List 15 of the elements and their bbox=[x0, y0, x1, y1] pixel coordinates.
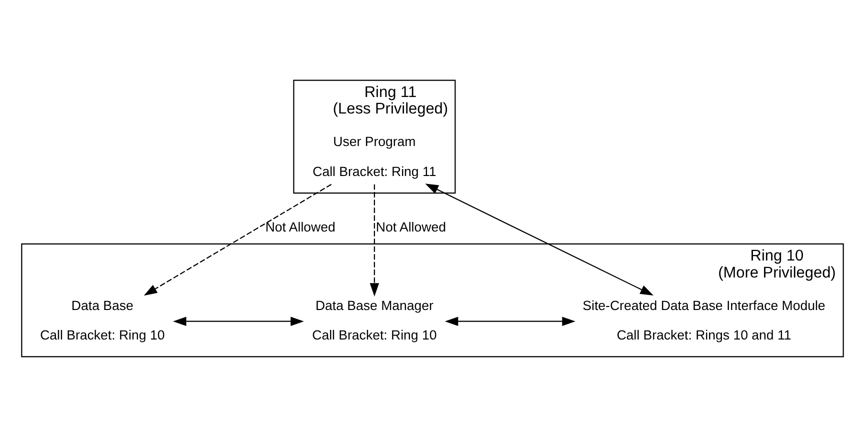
arrow bbox=[144, 183, 332, 296]
node-text: User Program bbox=[333, 134, 416, 149]
arrow bbox=[425, 183, 654, 295]
arrow bbox=[370, 184, 380, 296]
node-text: Data Base bbox=[71, 297, 134, 312]
arrow bbox=[172, 316, 304, 326]
node-label: Call Bracket: Ring 10 bbox=[40, 327, 165, 342]
node-label: Call Bracket: Ring 11 bbox=[312, 164, 436, 179]
arrow bbox=[444, 316, 576, 326]
node-label: Call Bracket: Rings 10 and 11 bbox=[616, 327, 792, 342]
node-text: Site-Created Data Base Interface Module bbox=[582, 297, 826, 312]
node-label: Call Bracket: Ring 10 bbox=[312, 327, 437, 342]
node-text: Data Base Manager bbox=[315, 297, 434, 312]
edge-label: Not Allowed bbox=[376, 218, 446, 234]
edge-label: Not Allowed bbox=[265, 218, 336, 234]
